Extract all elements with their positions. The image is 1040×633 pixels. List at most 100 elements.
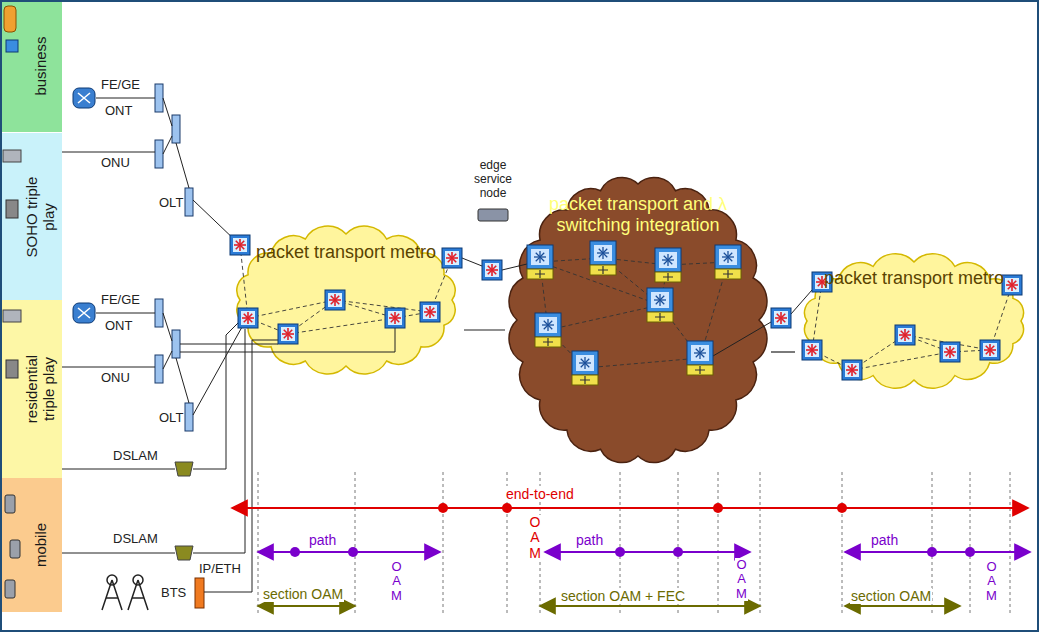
router-star xyxy=(816,281,828,283)
router-star xyxy=(426,308,434,316)
router-star xyxy=(808,346,816,354)
wire xyxy=(193,322,239,469)
oam-point xyxy=(965,547,975,557)
router-icon xyxy=(1002,275,1022,295)
router-icon xyxy=(230,235,250,255)
mesh-link xyxy=(540,262,660,305)
tower-icon xyxy=(128,580,148,610)
network-cloud: packet transport and λ switching integra… xyxy=(505,172,771,468)
switch-body xyxy=(590,241,616,265)
lambda-cross xyxy=(598,266,608,274)
switch-star xyxy=(656,296,664,304)
router-icon xyxy=(442,248,462,268)
router-star xyxy=(391,314,399,322)
router-star xyxy=(1006,284,1018,286)
device-label: ONT xyxy=(104,104,133,119)
wire xyxy=(163,313,172,341)
segment-band: mobile xyxy=(0,478,62,612)
boundary-line xyxy=(970,472,971,614)
lambda-base xyxy=(655,272,681,282)
network-cloud: packet transport metro xyxy=(228,222,464,378)
router-face xyxy=(983,343,997,357)
interface-label: FE/GE xyxy=(100,78,141,93)
mesh-link xyxy=(812,350,852,370)
wire xyxy=(163,98,172,126)
switch-star xyxy=(584,357,585,369)
scope-label: end-to-end xyxy=(505,486,575,502)
router-face xyxy=(241,311,255,325)
lambda-base xyxy=(687,365,713,375)
boundary-line xyxy=(842,472,843,614)
boundary-line xyxy=(355,472,356,614)
router-star xyxy=(989,344,991,356)
handset-icon xyxy=(10,540,20,558)
wire xyxy=(62,367,155,368)
wire xyxy=(791,290,812,314)
switch-face xyxy=(719,249,737,265)
router-body xyxy=(802,340,822,360)
switch-star xyxy=(544,321,552,329)
router-body xyxy=(482,260,502,280)
switch-star xyxy=(579,362,591,363)
optical-unit xyxy=(155,140,163,168)
lambda-base xyxy=(715,269,741,279)
wire xyxy=(96,98,155,99)
mesh-link xyxy=(660,305,700,358)
boundary-line xyxy=(258,472,259,614)
router-star xyxy=(984,349,996,351)
optical-unit xyxy=(155,355,163,383)
mesh-link xyxy=(335,300,395,318)
router-star xyxy=(394,312,396,324)
oam-point xyxy=(615,547,625,557)
cloud-shape xyxy=(237,226,455,374)
switch-icon xyxy=(572,351,598,385)
switch-body xyxy=(655,248,681,272)
bts-icon xyxy=(195,578,204,608)
handset-icon xyxy=(5,495,15,513)
device-label: DSLAM xyxy=(112,532,159,547)
mesh-link xyxy=(905,335,990,350)
router-body xyxy=(812,272,832,292)
mesh-link xyxy=(700,262,728,358)
router-star xyxy=(287,328,289,340)
switch-star xyxy=(534,256,546,257)
interface-label: FE/GE xyxy=(100,293,141,308)
wire xyxy=(96,313,155,314)
wire xyxy=(204,340,279,592)
router-star xyxy=(1008,281,1016,289)
lambda-base xyxy=(535,337,561,347)
switch-icon xyxy=(655,248,681,282)
router-star xyxy=(331,296,339,304)
switch-face xyxy=(659,252,677,268)
router-star xyxy=(284,330,292,338)
router-star xyxy=(901,331,909,339)
router-star xyxy=(391,314,399,322)
path-label: path xyxy=(308,532,337,548)
device-label: ONU xyxy=(100,156,131,171)
router-star xyxy=(901,331,909,339)
switch-star xyxy=(699,347,700,359)
section-span xyxy=(540,605,760,607)
switch-star xyxy=(664,256,672,264)
cpe-arrows xyxy=(78,93,90,103)
section-span xyxy=(845,605,960,607)
switch-icon xyxy=(687,341,713,375)
switch-star xyxy=(547,319,548,331)
lambda-cross xyxy=(655,313,665,321)
router-icon xyxy=(802,340,822,360)
segment-band: residential triple play xyxy=(0,300,62,478)
switch-icon xyxy=(715,245,741,279)
router-star xyxy=(334,294,336,306)
cpe-body xyxy=(73,303,95,323)
router-star xyxy=(777,314,785,322)
segment-band: SOHO triple play xyxy=(0,133,62,300)
router-star xyxy=(818,278,826,286)
laptop-icon xyxy=(3,150,21,162)
link-line xyxy=(464,329,505,330)
router-icon xyxy=(812,272,832,292)
router-star xyxy=(846,369,858,371)
switch-body xyxy=(527,245,553,269)
cpe-body xyxy=(73,88,95,108)
wire xyxy=(502,264,527,270)
